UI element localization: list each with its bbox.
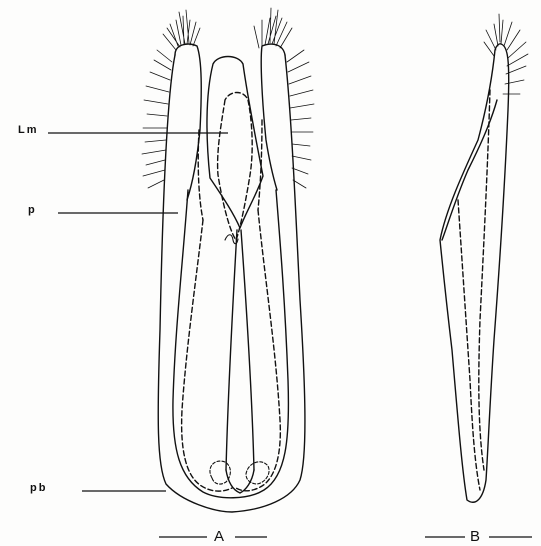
setae-top-right (254, 8, 292, 48)
central-lamella (207, 57, 263, 229)
right-upper-dashed (258, 120, 262, 210)
basal-loop-left (210, 461, 230, 484)
inner-b (442, 100, 497, 240)
setae-right (287, 50, 314, 188)
label-figure-a: A (214, 528, 224, 545)
left-upper-dashed (198, 130, 203, 220)
setae-top-left (163, 10, 200, 50)
dashed-b-2 (479, 90, 490, 470)
outer-b (440, 44, 509, 502)
label-figure-b: B (470, 528, 480, 545)
label-pb: pb (30, 482, 47, 494)
right-valve (261, 44, 285, 190)
central-column-right (241, 230, 254, 470)
central-column-left (226, 230, 237, 470)
left-valve (175, 44, 201, 200)
label-p: p (28, 204, 37, 216)
label-lm: Lm (18, 124, 39, 136)
basal-loop-right (246, 462, 269, 484)
left-cavity-dashed (182, 220, 232, 491)
